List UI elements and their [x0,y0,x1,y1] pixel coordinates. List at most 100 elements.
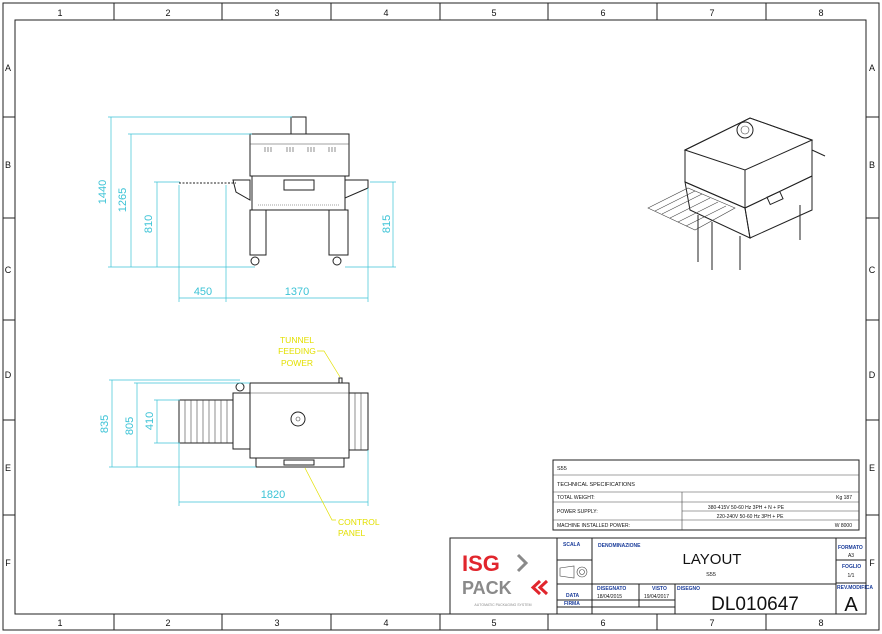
outfeed-conveyor-top [348,392,369,451]
inner-frame [14,19,867,615]
infeed-conveyor-top [178,399,234,444]
top-view-dimensions: 835 805 410 1820 [99,379,369,506]
svg-text:POWER SUPPLY:: POWER SUPPLY: [557,509,598,515]
svg-text:TUNNEL: TUNNEL [280,335,314,345]
svg-text:1: 1 [57,8,62,18]
svg-text:8: 8 [818,8,823,18]
svg-text:815: 815 [381,215,393,233]
svg-text:POWER: POWER [281,358,313,368]
svg-text:2: 2 [165,618,170,628]
control-panel-front [283,179,315,191]
technical-specifications-table: S55 TECHNICAL SPECIFICATIONS TOTAL WEIGH… [552,459,860,531]
callout-control-panel: CONTROL PANEL [304,467,380,538]
svg-text:PACK: PACK [462,578,512,598]
svg-text:4: 4 [383,8,388,18]
svg-text:E: E [869,463,875,473]
svg-text:805: 805 [124,417,136,435]
svg-text:1370: 1370 [285,286,309,298]
svg-text:2: 2 [165,8,170,18]
svg-text:1: 1 [57,618,62,628]
svg-text:1265: 1265 [117,188,129,212]
svg-text:4: 4 [383,618,388,628]
grid-dividers [3,3,879,630]
svg-text:DENOMINAZIONE: DENOMINAZIONE [598,543,641,549]
svg-text:FIRMA: FIRMA [564,601,580,607]
power-inlet [338,377,343,384]
svg-text:810: 810 [143,215,155,233]
projection-symbol-icon [559,565,588,579]
wheel-icon [332,256,342,266]
drawing-number: DL010647 [711,594,799,615]
svg-text:E: E [5,463,11,473]
svg-text:6: 6 [600,618,605,628]
svg-text:A: A [869,63,875,73]
svg-text:F: F [5,558,11,568]
svg-text:Kg 187: Kg 187 [836,495,852,501]
column-labels-top: 1 2 3 4 5 6 7 8 [57,8,823,18]
isometric-view [647,117,826,270]
vent-slots [264,147,336,152]
svg-text:3: 3 [274,618,279,628]
outfeed-conveyor [344,179,369,199]
svg-text:18/04/2015: 18/04/2015 [597,594,622,600]
svg-text:835: 835 [99,415,111,433]
svg-text:F: F [869,558,875,568]
svg-text:CONTROL: CONTROL [338,517,380,527]
right-leg [328,209,349,256]
svg-text:D: D [869,370,876,380]
svg-text:ISG: ISG [462,551,500,576]
svg-text:DISEGNATO: DISEGNATO [597,586,626,592]
svg-text:AUTOMATIC PACKAGING SYSTEM: AUTOMATIC PACKAGING SYSTEM [474,603,531,607]
svg-text:B: B [869,160,875,170]
svg-text:7: 7 [709,8,714,18]
svg-text:A: A [5,63,11,73]
svg-text:450: 450 [194,286,212,298]
wheel-icon [250,256,260,266]
title-block: ISG PACK AUTOMATIC PACKAGING SYSTEM SCAL… [449,537,873,616]
svg-text:1440: 1440 [97,180,109,204]
motor-icon [290,116,307,135]
tunnel-hood [249,133,350,177]
svg-text:380-415V 50-60 Hz 3PH + N + PE: 380-415V 50-60 Hz 3PH + N + PE [708,505,785,511]
front-view-dimensions: 1440 1265 810 815 450 1370 [97,116,396,302]
svg-text:FEEDING: FEEDING [278,346,316,356]
drawing-title: LAYOUT [683,551,742,568]
front-view-machine [179,116,369,266]
svg-text:FORMATO: FORMATO [838,545,863,551]
callout-tunnel-feeding-power: TUNNEL FEEDING POWER [278,335,341,378]
svg-text:3: 3 [274,8,279,18]
svg-text:REV.MODIFICA: REV.MODIFICA [837,585,873,591]
svg-text:C: C [5,265,12,275]
svg-text:DISEGNO: DISEGNO [677,586,700,592]
svg-text:FOGLIO: FOGLIO [842,564,861,570]
svg-text:220-240V 50-60 Hz 3PH + PE: 220-240V 50-60 Hz 3PH + PE [717,514,785,520]
svg-text:410: 410 [144,412,156,430]
svg-text:1/1: 1/1 [848,573,855,579]
svg-text:19/04/2017: 19/04/2017 [644,594,669,600]
svg-text:MACHINE INSTALLED POWER:: MACHINE INSTALLED POWER: [557,523,630,529]
control-panel-top [255,457,345,468]
svg-text:7: 7 [709,618,714,628]
svg-text:5: 5 [491,8,496,18]
svg-text:1820: 1820 [261,489,285,501]
svg-text:6: 6 [600,8,605,18]
svg-text:A3: A3 [848,553,854,559]
row-labels-right: A B C D E F [869,63,876,568]
svg-text:PANEL: PANEL [338,528,366,538]
company-logo: ISG PACK AUTOMATIC PACKAGING SYSTEM [462,551,549,607]
svg-text:8: 8 [818,618,823,628]
svg-text:VISTO: VISTO [652,586,667,592]
svg-text:DATA: DATA [566,593,580,599]
svg-text:TOTAL WEIGHT:: TOTAL WEIGHT: [557,495,595,501]
left-leg [249,209,267,256]
svg-text:SCALA: SCALA [563,542,581,548]
column-labels-bottom: 1 2 3 4 5 6 7 8 [57,618,823,628]
svg-text:C: C [869,265,876,275]
svg-text:5: 5 [491,618,496,628]
svg-text:D: D [5,370,12,380]
spec-model: S55 [557,466,567,472]
top-view-machine [178,377,369,468]
